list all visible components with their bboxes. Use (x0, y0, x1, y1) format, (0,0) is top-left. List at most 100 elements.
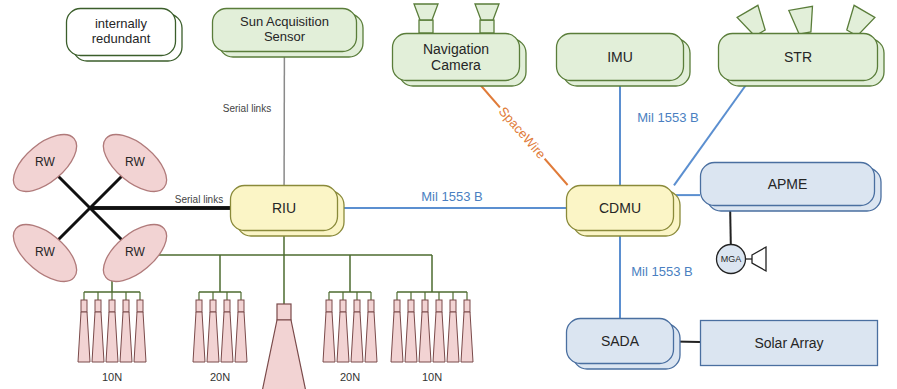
camera-lens (475, 4, 499, 20)
node-text: RW (125, 246, 145, 260)
wheel-ellipse: RW (0, 218, 90, 288)
wheel-outline (94, 124, 177, 202)
thruster-wire (199, 291, 241, 293)
thruster-wire (240, 292, 241, 300)
thruster-wiring (78, 231, 473, 389)
thruster-wire (111, 292, 112, 300)
antenna-circle: MGA (716, 244, 746, 274)
unit-outline (213, 9, 357, 52)
thruster-wire (198, 292, 199, 300)
camera-lens (414, 4, 438, 20)
node-text: APME (768, 176, 808, 192)
thruster-nozzle (120, 312, 132, 362)
thrust-label: 20N (210, 371, 230, 383)
horn (752, 247, 766, 271)
wheel-ellipse: RW (90, 128, 180, 198)
solar-array-box: Solar Array (700, 320, 878, 366)
thruster-body (464, 300, 470, 312)
thruster-wire (438, 292, 439, 300)
thruster-wire (342, 292, 343, 300)
wheel-outline (94, 214, 177, 292)
main-engine-nozzle (262, 320, 306, 389)
thruster-body (340, 300, 346, 312)
node-text: RW (35, 246, 55, 260)
antenna-outline (717, 245, 746, 274)
sensor-box: Sun Acquisition Sensor (212, 8, 357, 52)
bus-label: Mil 1553 B (419, 190, 484, 204)
wheel-outline (4, 214, 87, 292)
thruster-nozzle (337, 312, 349, 362)
electronics-box: APME (700, 162, 875, 206)
bus-connector (338, 207, 566, 209)
thruster-body (137, 300, 143, 312)
thruster-wire (370, 292, 371, 300)
thruster-wire (356, 292, 357, 300)
thruster-nozzle (193, 312, 205, 362)
thrust-label: 20N (340, 371, 360, 383)
thruster-nozzle (447, 312, 459, 362)
thruster-nozzle (134, 312, 146, 362)
thruster-body (109, 300, 115, 312)
thruster-wire (452, 292, 453, 300)
node-text: Solar Array (754, 335, 823, 351)
antenna-horn (746, 247, 766, 271)
thruster-nozzle (106, 312, 118, 362)
thruster-wire (431, 255, 433, 292)
thruster-body (196, 300, 202, 312)
thruster-nozzle (92, 312, 104, 362)
node-text: internally redundant (75, 17, 167, 47)
thruster-body (394, 300, 400, 312)
horn-feed (746, 258, 752, 259)
thruster-body (368, 300, 374, 312)
wheel-outline (4, 124, 87, 202)
thruster-nozzle (461, 312, 473, 362)
thruster-nozzle (221, 312, 233, 362)
thruster-wire (226, 292, 227, 300)
thruster-nozzle (78, 312, 90, 362)
thruster-nozzle (207, 312, 219, 362)
node-text: Sun Acquisition Sensor (225, 15, 345, 45)
node-text: RIU (272, 200, 296, 216)
thruster-body (81, 300, 87, 312)
camera-icon (414, 4, 499, 33)
thrust-label: 10N (102, 371, 122, 383)
node-text: Navigation Camera (408, 41, 504, 73)
thruster-body (354, 300, 360, 312)
thruster-nozzle (235, 312, 247, 362)
thruster-body (326, 300, 332, 312)
thruster-nozzle (365, 312, 377, 362)
thruster-nozzle (391, 312, 403, 362)
node-text: IMU (607, 49, 633, 65)
bus-label: Mil 1553 B (629, 265, 694, 279)
thruster-nozzle (351, 312, 363, 362)
bus-label: Serial links (221, 103, 273, 114)
thruster-body (238, 300, 244, 312)
thruster-nozzle (419, 312, 431, 362)
wheel-ellipse: RW (90, 218, 180, 288)
main-engine-body (277, 304, 291, 320)
thruster-body (436, 300, 442, 312)
thruster-body (210, 300, 216, 312)
computer-box: CDMU (566, 185, 674, 231)
node-text: MGA (721, 254, 742, 264)
unit-outline (567, 186, 674, 231)
camera-body (419, 20, 433, 33)
bus-label: Serial links (173, 194, 225, 205)
thruster-wire (424, 292, 425, 300)
thruster-wire (139, 292, 140, 300)
drive-box: SADA (566, 318, 674, 364)
unit-outline (231, 186, 338, 231)
thruster-wire (283, 255, 285, 304)
thruster-wire (397, 291, 467, 293)
interface-unit-box: RIU (230, 185, 338, 231)
node-text: CDMU (599, 200, 641, 216)
thruster-body (422, 300, 428, 312)
camera-body (480, 20, 494, 33)
tracker-baffle (789, 6, 817, 35)
bus-connector (619, 231, 621, 318)
unit-outline (393, 34, 520, 81)
bus-connector (477, 81, 568, 185)
thruster-wire (396, 292, 397, 300)
wheel-ellipse: RW (0, 128, 90, 198)
